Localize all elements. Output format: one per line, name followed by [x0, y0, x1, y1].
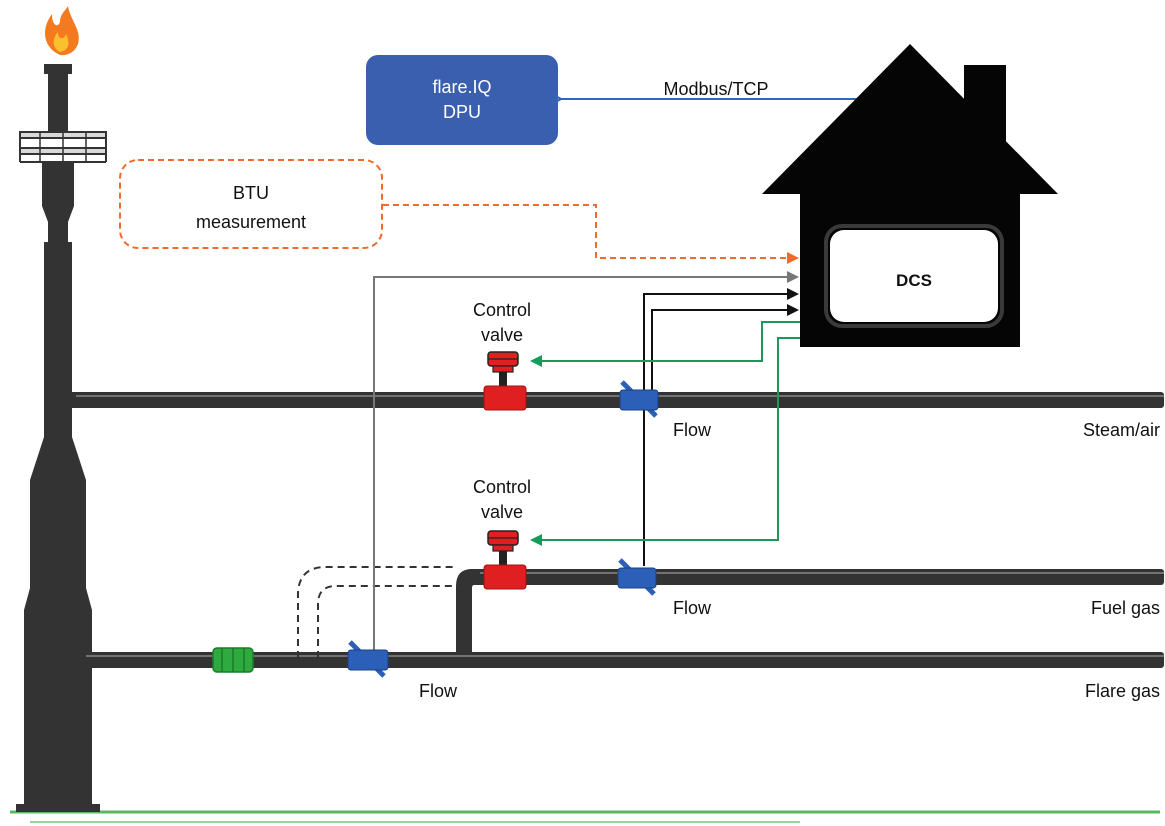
fuel-valve-label-line2: valve — [481, 502, 523, 522]
btu-sample-bypass — [297, 566, 456, 658]
steam-valve-label-line2: valve — [481, 325, 523, 345]
flare-gas-line-label: Flare gas — [1085, 681, 1160, 701]
modbus-label: Modbus/TCP — [663, 79, 768, 99]
steam-flow-signal — [651, 304, 799, 390]
flare-flowmeter-icon[interactable] — [347, 640, 389, 678]
fuel-flow-signal — [643, 288, 799, 566]
steam-air-line-label: Steam/air — [1083, 420, 1160, 440]
dpu-box[interactable]: flare.IQ DPU — [366, 55, 558, 145]
fuel-gas-pipe — [456, 569, 1164, 653]
steam-air-pipe — [72, 392, 1164, 408]
flare-flow-label: Flow — [419, 681, 458, 701]
btu-label-line2: measurement — [196, 212, 306, 232]
fuel-control-valve-icon[interactable] — [483, 530, 527, 590]
fuel-flowmeter-icon[interactable] — [617, 558, 657, 596]
btu-signal-arrow — [383, 204, 799, 264]
steam-flowmeter-icon[interactable] — [619, 380, 659, 418]
flare-stack — [16, 64, 107, 812]
steam-valve-label-line1: Control — [473, 300, 531, 320]
fuel-control-signal — [530, 337, 800, 546]
dcs-label: DCS — [896, 271, 932, 290]
btu-label-line1: BTU — [233, 183, 269, 203]
dpu-label-line1: flare.IQ — [432, 77, 491, 97]
dpu-label-line2: DPU — [443, 102, 481, 122]
flame-icon — [45, 6, 79, 56]
fuel-gas-line-label: Fuel gas — [1091, 598, 1160, 618]
steam-flow-label: Flow — [673, 420, 712, 440]
fuel-flow-label: Flow — [673, 598, 712, 618]
steam-control-signal — [530, 321, 800, 367]
steam-control-valve-icon[interactable] — [483, 351, 527, 411]
fuel-valve-label-line1: Control — [473, 477, 531, 497]
btu-analyzer-icon[interactable] — [212, 647, 254, 673]
dcs-box[interactable]: DCS — [824, 224, 1004, 328]
flare-flow-signal — [373, 271, 799, 650]
btu-measurement-box[interactable]: BTU measurement — [119, 159, 383, 249]
